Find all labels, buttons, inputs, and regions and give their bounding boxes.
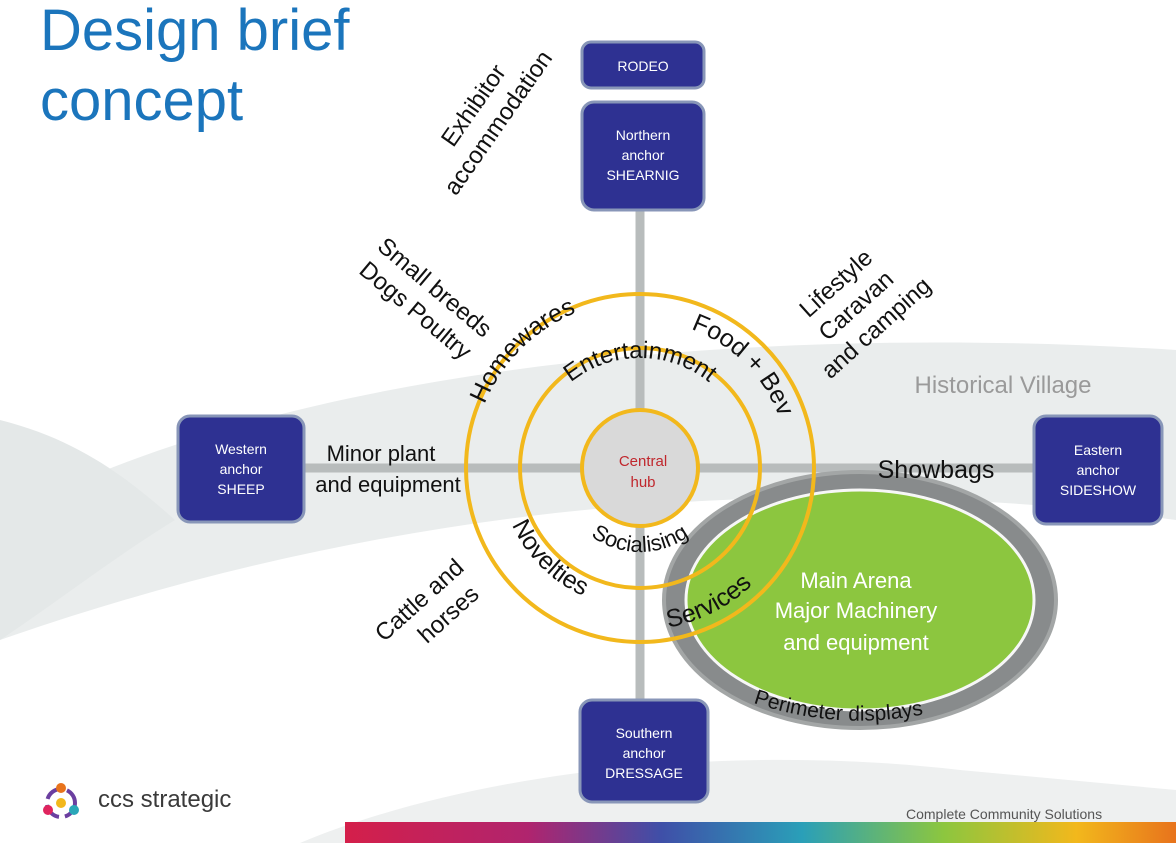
- western-anchor-line-3: SHEEP: [217, 481, 264, 497]
- northern-anchor-line-2: anchor: [622, 147, 665, 163]
- eastern-anchor-line-1: Eastern: [1074, 442, 1122, 458]
- hub-label-1: Central: [619, 453, 667, 470]
- northern-anchor-line-1: Northern: [616, 127, 670, 143]
- central-hub: Central hub: [580, 408, 700, 528]
- southern-anchor-line-3: DRESSAGE: [605, 765, 683, 781]
- southern-anchor: Southern anchor DRESSAGE: [578, 698, 710, 804]
- eastern-anchor-line-3: SIDESHOW: [1060, 482, 1137, 498]
- zone-showbags: Showbags: [878, 456, 995, 484]
- main-arena: [662, 470, 1058, 730]
- zone-historical-village: Historical Village: [915, 372, 1092, 399]
- title-line-1: Design brief: [40, 0, 350, 63]
- page-title: Design brief concept: [40, 0, 349, 136]
- northern-anchor-line-3: SHEARNIG: [606, 167, 679, 183]
- arena-label-2: Major Machinery: [775, 598, 938, 623]
- logo-text: ccs strategic: [98, 786, 232, 813]
- western-anchor: Western anchor SHEEP: [176, 414, 306, 524]
- ccs-strategic-logo: ccs strategic: [38, 780, 298, 824]
- eastern-anchor-line-2: anchor: [1077, 462, 1120, 478]
- zone-exhibitor-accommodation: Exhibitor accommodation: [436, 46, 558, 200]
- arena-label-1: Main Arena: [800, 568, 912, 593]
- northern-anchor: Northern anchor SHEARNIG: [580, 100, 706, 212]
- logo-icon: [43, 783, 79, 819]
- southern-anchor-line-1: Southern: [616, 725, 673, 741]
- arena-label-3: and equipment: [783, 630, 929, 655]
- ring-label-novelties: Novelties: [506, 515, 592, 602]
- footer-color-band: [345, 822, 1176, 843]
- rodeo-label: RODEO: [617, 58, 668, 74]
- western-anchor-line-2: anchor: [220, 461, 263, 477]
- title-line-2: concept: [40, 68, 244, 133]
- tagline: Complete Community Solutions: [906, 806, 1103, 822]
- rodeo-box: RODEO: [580, 40, 706, 90]
- western-anchor-line-1: Western: [215, 441, 267, 457]
- inner-ring: [518, 346, 762, 590]
- minor-plant-line-1: Minor plant: [327, 441, 436, 466]
- minor-plant-line-2: and equipment: [315, 472, 461, 497]
- southern-anchor-line-2: anchor: [623, 745, 666, 761]
- hub-label-2: hub: [630, 474, 655, 491]
- eastern-anchor: Eastern anchor SIDESHOW: [1032, 414, 1164, 526]
- zone-small-breeds: Small breeds Dogs Poultry: [354, 232, 497, 365]
- outer-ring: [464, 292, 816, 644]
- zone-cattle-horses: Cattle and horses: [370, 554, 484, 649]
